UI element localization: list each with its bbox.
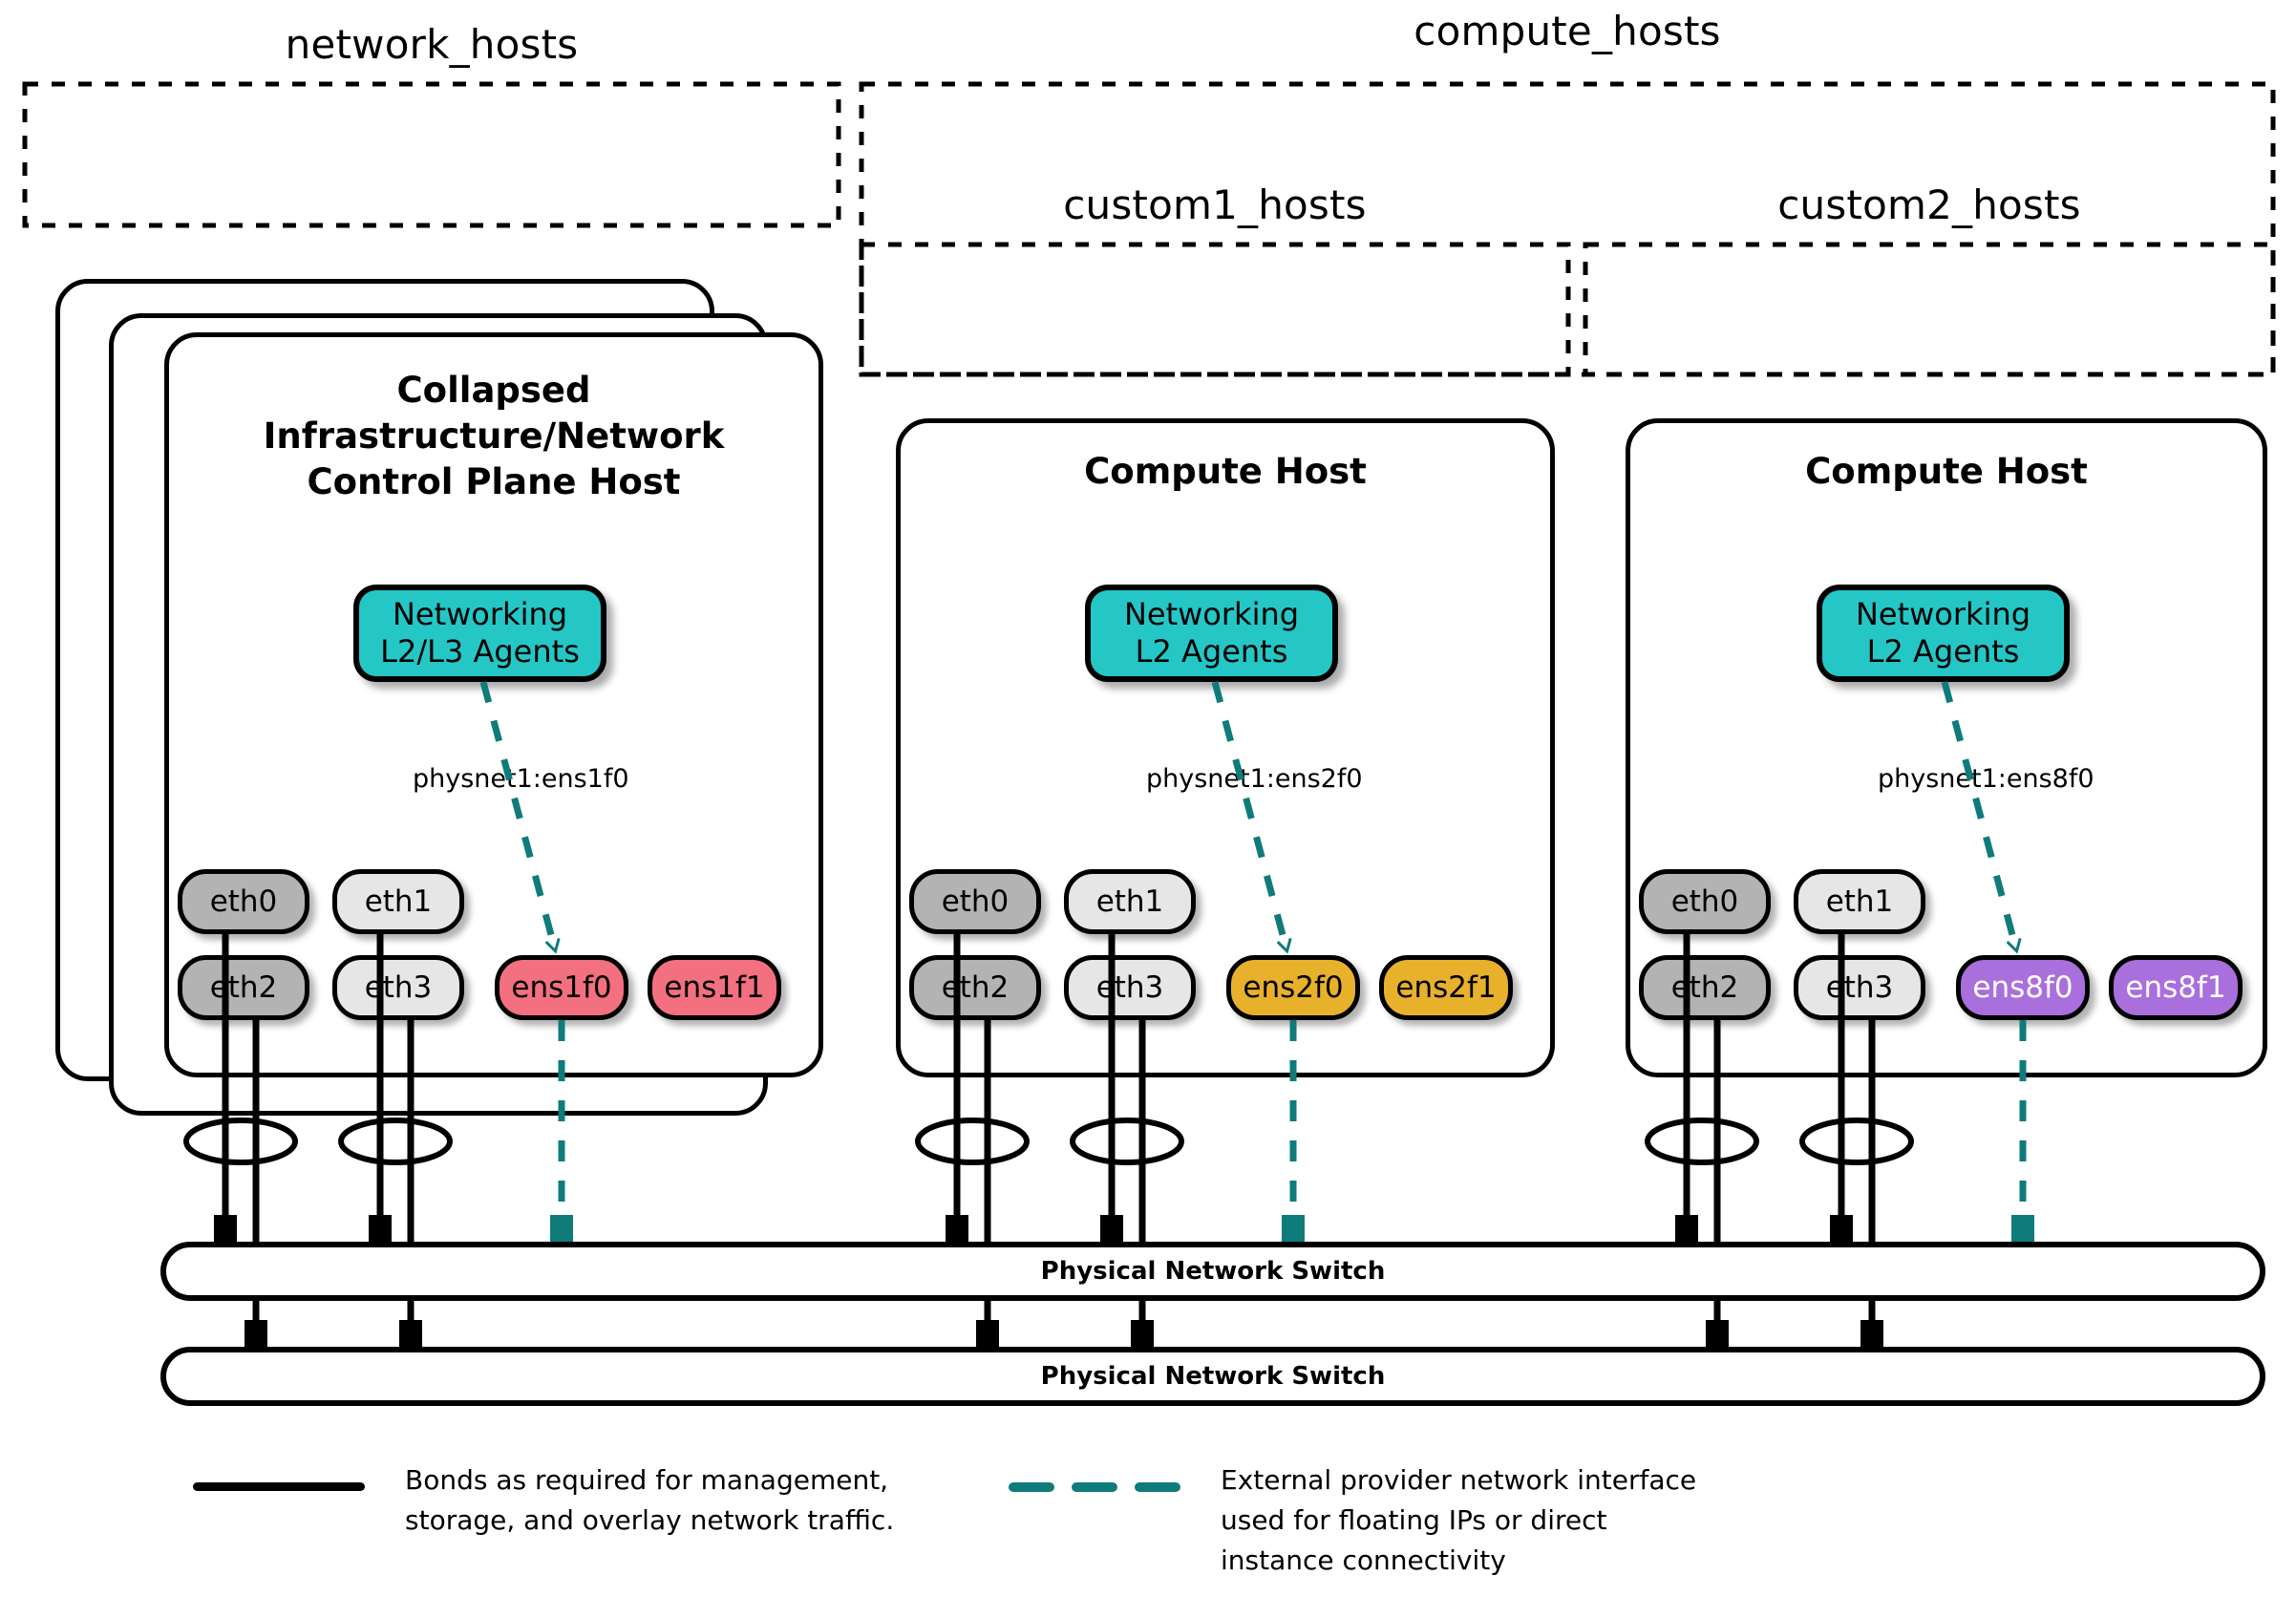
bond-ellipse-h2-b (1070, 1118, 1184, 1165)
nic-eth2-host2[interactable]: eth2 (909, 955, 1041, 1020)
nic-eth3-host3[interactable]: eth3 (1794, 955, 1925, 1020)
physical-network-switch-bottom[interactable]: Physical Network Switch (160, 1347, 2265, 1406)
group-box-network-hosts (22, 81, 841, 228)
agent-pill-l2-host2[interactable]: Networking L2 Agents (1085, 585, 1338, 682)
nic-eth1-host2[interactable]: eth1 (1064, 869, 1196, 934)
group-label-network-hosts: network_hosts (285, 21, 579, 68)
nic-ens2f1[interactable]: ens2f1 (1379, 955, 1513, 1020)
legend-swatch-provider-seg1 (1009, 1482, 1054, 1492)
nic-eth0-host3[interactable]: eth0 (1639, 869, 1771, 934)
agent-pill-l2l3[interactable]: Networking L2/L3 Agents (353, 585, 606, 682)
group-label-compute-hosts: compute_hosts (1414, 8, 1721, 54)
group-box-custom2-hosts (1583, 242, 2276, 377)
nic-eth0-host2[interactable]: eth0 (909, 869, 1041, 934)
agent-label-line2: L2/L3 Agents (380, 633, 580, 670)
agent-pill-l2-host3[interactable]: Networking L2 Agents (1817, 585, 2070, 682)
agent-label-line2-host3: L2 Agents (1866, 633, 2020, 670)
physnet-label-host1: physnet1:ens1f0 (413, 764, 629, 794)
nic-eth2-host3[interactable]: eth2 (1639, 955, 1771, 1020)
agent-label-line1-host3: Networking (1855, 595, 2031, 632)
nic-eth2-host1[interactable]: eth2 (178, 955, 309, 1020)
bond-ellipse-h1-b (338, 1118, 453, 1165)
agent-label-line2-host2: L2 Agents (1135, 633, 1288, 670)
group-label-custom1-hosts: custom1_hosts (1063, 181, 1367, 228)
host-title-line1: Collapsed (396, 370, 591, 411)
physnet-label-host2: physnet1:ens2f0 (1146, 764, 1363, 794)
agent-label-line1: Networking (392, 595, 568, 632)
bond-ellipse-h3-a (1645, 1118, 1759, 1165)
physnet-label-host3: physnet1:ens8f0 (1878, 764, 2094, 794)
nic-ens1f1[interactable]: ens1f1 (648, 955, 781, 1020)
nic-ens1f0[interactable]: ens1f0 (495, 955, 628, 1020)
agent-label-line1-host2: Networking (1123, 595, 1300, 632)
host-title-compute-2: Compute Host (1805, 451, 2088, 492)
nic-ens8f0[interactable]: ens8f0 (1956, 955, 2090, 1020)
legend-text-provider-line2: used for floating IPs or direct (1221, 1504, 1607, 1536)
legend-swatch-provider-seg3 (1135, 1482, 1180, 1492)
host-title-line2: Infrastructure/Network (263, 415, 725, 457)
physical-network-switch-top[interactable]: Physical Network Switch (160, 1242, 2265, 1301)
bond-ellipse-h1-a (183, 1118, 298, 1165)
nic-eth1-host3[interactable]: eth1 (1794, 869, 1925, 934)
legend-swatch-bonds (193, 1482, 365, 1491)
legend-text-provider-line3: instance connectivity (1221, 1544, 1506, 1576)
legend-text-provider-line1: External provider network interface (1221, 1464, 1697, 1496)
nic-eth3-host2[interactable]: eth3 (1064, 955, 1196, 1020)
group-box-compute-hosts (859, 81, 2276, 377)
nic-ens8f1[interactable]: ens8f1 (2109, 955, 2243, 1020)
nic-ens2f0[interactable]: ens2f0 (1226, 955, 1360, 1020)
group-label-custom2-hosts: custom2_hosts (1777, 181, 2081, 228)
legend-text-bonds-line2: storage, and overlay network traffic. (405, 1504, 895, 1536)
group-box-custom1-hosts (859, 242, 1571, 377)
nic-eth1-host1[interactable]: eth1 (332, 869, 464, 934)
legend-swatch-provider-seg2 (1072, 1482, 1117, 1492)
nic-eth0-host1[interactable]: eth0 (178, 869, 309, 934)
nic-eth3-host1[interactable]: eth3 (332, 955, 464, 1020)
bond-ellipse-h2-a (915, 1118, 1030, 1165)
bond-ellipse-h3-b (1799, 1118, 1914, 1165)
host-title-compute-1: Compute Host (1084, 451, 1367, 492)
host-title-line3: Control Plane Host (307, 461, 681, 502)
legend-text-bonds-line1: Bonds as required for management, (405, 1464, 889, 1496)
